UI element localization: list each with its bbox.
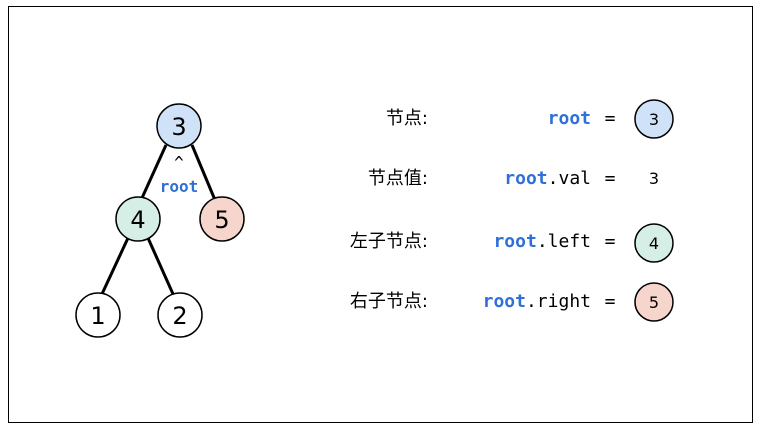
pointer-caret: ^	[174, 153, 184, 172]
tree-node-2: 2	[157, 292, 203, 338]
node-label: 3	[171, 113, 186, 141]
expr-keyword: root	[483, 291, 526, 312]
row-value: 4	[649, 234, 659, 253]
row-expression: root.val	[504, 168, 591, 189]
row-name: 节点值:	[368, 168, 428, 189]
node-circle	[199, 196, 245, 242]
expr-keyword: root	[493, 231, 536, 252]
row-value: 3	[649, 110, 659, 129]
tree-edges	[100, 144, 217, 295]
row-equals: =	[605, 231, 616, 252]
row-equals: =	[605, 291, 616, 312]
row-left-child: 左子节点: root.left = 4	[350, 223, 674, 263]
row-equals: =	[605, 168, 616, 189]
node-circle	[156, 103, 202, 149]
row-equals: =	[605, 108, 616, 129]
row-name: 节点:	[386, 108, 428, 129]
expr-rest: .right	[526, 291, 591, 312]
node-circle	[115, 196, 161, 242]
tree-node-1: 1	[75, 292, 121, 338]
expr-rest: .val	[548, 168, 591, 189]
expr-keyword: root	[548, 108, 591, 129]
tree-node-4: 4	[115, 196, 161, 242]
node-label: 5	[214, 206, 229, 234]
row-value: 5	[649, 293, 659, 312]
value-circle	[634, 282, 674, 322]
value-circle	[634, 223, 674, 263]
expr-rest: .left	[537, 231, 591, 252]
edge-4-2	[146, 237, 175, 295]
row-node-value: 节点值: root.val = 3	[368, 168, 659, 189]
row-right-child: 右子节点: root.right = 5	[350, 282, 674, 322]
edge-3-4	[140, 144, 168, 199]
expr-keyword: root	[504, 168, 547, 189]
row-name: 左子节点:	[350, 231, 428, 252]
row-expression: root.right	[483, 291, 591, 312]
row-name: 右子节点:	[350, 291, 428, 312]
edge-3-5	[190, 144, 217, 201]
row-expression: root.left	[493, 231, 591, 252]
node-circle	[75, 292, 121, 338]
node-label: 2	[172, 302, 187, 330]
node-label: 1	[90, 302, 105, 330]
tree-node-3: 3	[156, 103, 202, 149]
tree-node-5: 5	[199, 196, 245, 242]
row-expression: root	[548, 108, 591, 129]
node-label: 4	[130, 206, 145, 234]
value-circle	[634, 99, 674, 139]
node-circle	[157, 292, 203, 338]
pointer-label: root	[160, 177, 199, 196]
row-value: 3	[649, 169, 659, 188]
edge-4-1	[100, 237, 130, 295]
row-node: 节点: root = 3	[386, 99, 674, 139]
